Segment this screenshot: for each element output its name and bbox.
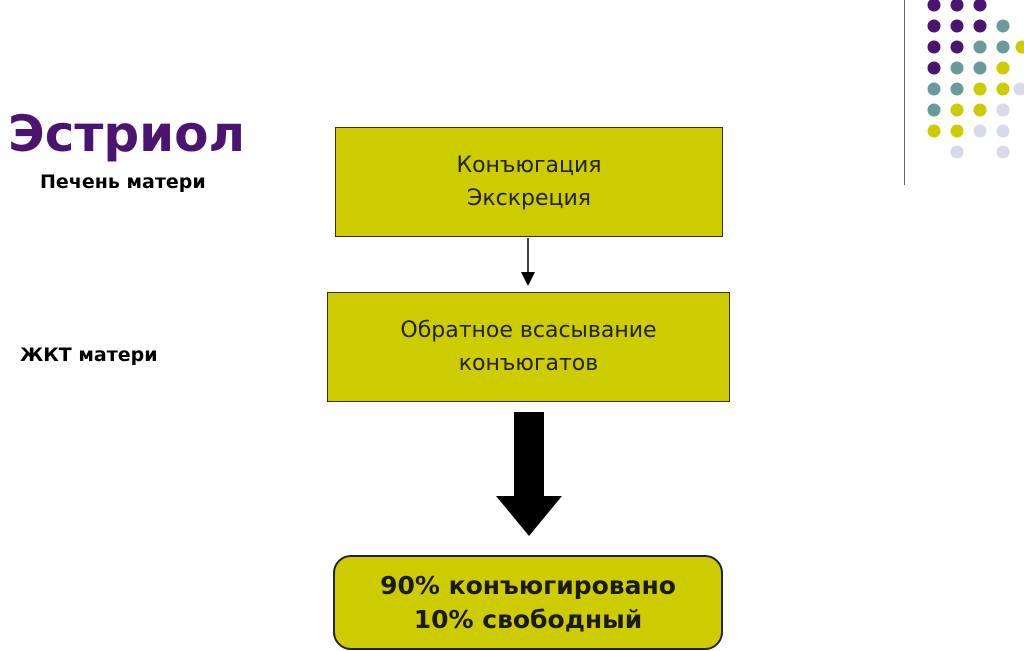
decor-dot — [1013, 82, 1024, 96]
slide-title: Эстриол — [8, 105, 246, 163]
decor-dot — [996, 145, 1010, 159]
decor-dot — [950, 103, 964, 117]
box-line: Обратное всасывание — [400, 318, 657, 343]
decor-dot — [973, 0, 987, 12]
decor-dot — [927, 61, 941, 75]
decor-dot — [973, 103, 987, 117]
decor-dot — [950, 82, 964, 96]
decor-dot — [996, 61, 1010, 75]
decor-dot — [950, 0, 964, 12]
box-reabsorption: Обратное всасывание конъюгатов — [327, 292, 730, 402]
label-mother-liver: Печень матери — [40, 171, 206, 193]
decor-dot — [1015, 40, 1024, 54]
decor-dot — [996, 103, 1010, 117]
decor-dot — [950, 124, 964, 138]
box-line: 10% свободный — [413, 604, 643, 634]
decor-dot — [927, 103, 941, 117]
box-result: 90% конъюгировано 10% свободный — [333, 555, 723, 650]
decor-dot — [996, 124, 1010, 138]
decor-dot — [996, 19, 1010, 33]
box-line: конъюгатов — [458, 351, 599, 376]
decor-dot — [973, 40, 987, 54]
decor-dot — [927, 40, 941, 54]
box-line: 90% конъюгировано — [380, 570, 676, 600]
decor-dot — [973, 124, 987, 138]
decor-dot — [927, 19, 941, 33]
decor-dot — [996, 40, 1010, 54]
box-line: Конъюгация — [456, 153, 602, 178]
decor-dot — [950, 19, 964, 33]
arrow-down-small — [521, 238, 535, 286]
arrow-down-big — [496, 412, 562, 536]
decor-dot — [950, 145, 964, 159]
decor-dot — [950, 61, 964, 75]
decor-dot — [950, 40, 964, 54]
decor-dot — [973, 19, 987, 33]
decor-dot — [927, 0, 941, 12]
decor-dot — [973, 82, 987, 96]
box-line: Экскреция — [466, 186, 592, 211]
decor-dot-grid — [927, 0, 1024, 159]
decor-vertical-line — [904, 0, 905, 185]
box-conjugation-excretion: Конъюгация Экскреция — [335, 127, 723, 237]
label-mother-git: ЖКТ матери — [20, 344, 158, 366]
decor-dot — [927, 124, 941, 138]
decor-dot — [927, 82, 941, 96]
decor-dot — [973, 61, 987, 75]
decor-dot — [996, 82, 1010, 96]
